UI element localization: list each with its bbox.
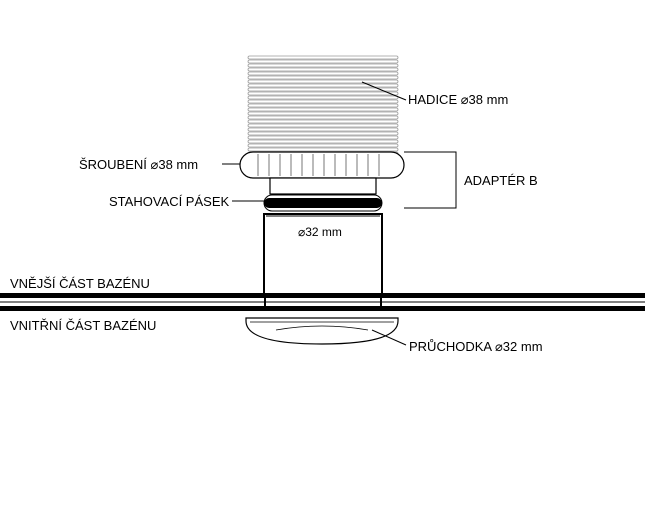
hose-rib	[247, 91, 399, 96]
hose-rib	[247, 127, 399, 132]
hose-rib	[247, 143, 399, 148]
hose-rib	[247, 63, 399, 68]
label-adapter: ADAPTÉR B	[464, 173, 538, 188]
hose-rib	[247, 131, 399, 136]
hose-rib	[247, 99, 399, 104]
label-pipe: ⌀32 mm	[298, 225, 342, 239]
hose-rib	[247, 139, 399, 144]
hose-rib	[247, 147, 399, 152]
label-grommet: PRŮCHODKA ⌀32 mm	[409, 339, 543, 354]
clamp-band	[263, 194, 383, 212]
adapter-neck	[269, 177, 377, 195]
label-inner: VNITŘNÍ ČÁST BAZÉNU	[10, 318, 156, 333]
grommet-leader	[371, 329, 407, 346]
hose-rib	[247, 123, 399, 128]
fitting-ribs	[257, 154, 380, 176]
hose-rib	[247, 83, 399, 88]
hose-rib	[247, 119, 399, 124]
hose-rib	[247, 67, 399, 72]
hose-rib	[247, 95, 399, 100]
label-fitting: ŠROUBENÍ ⌀38 mm	[79, 157, 198, 172]
grommet	[245, 317, 399, 345]
hose-rib	[247, 115, 399, 120]
hose-rib	[247, 103, 399, 108]
label-clamp: STAHOVACÍ PÁSEK	[109, 194, 229, 209]
label-hose: HADICE ⌀38 mm	[408, 92, 508, 107]
hose-rib	[247, 107, 399, 112]
hose-rib	[247, 79, 399, 84]
hose-rib	[247, 87, 399, 92]
leader-lines	[222, 81, 457, 346]
hose-rib	[247, 71, 399, 76]
hose-rib	[247, 135, 399, 140]
hose-rib	[247, 75, 399, 80]
adapter-bracket	[404, 151, 457, 209]
label-outer: VNĚJŠÍ ČÁST BAZÉNU	[10, 276, 150, 291]
fitting	[239, 151, 405, 179]
hose	[247, 55, 399, 156]
hose-rib	[247, 55, 399, 60]
hose-rib	[247, 59, 399, 64]
hose-rib	[247, 111, 399, 116]
pool-wall	[0, 293, 645, 311]
pipe	[263, 213, 383, 295]
hose-leader	[361, 81, 407, 101]
